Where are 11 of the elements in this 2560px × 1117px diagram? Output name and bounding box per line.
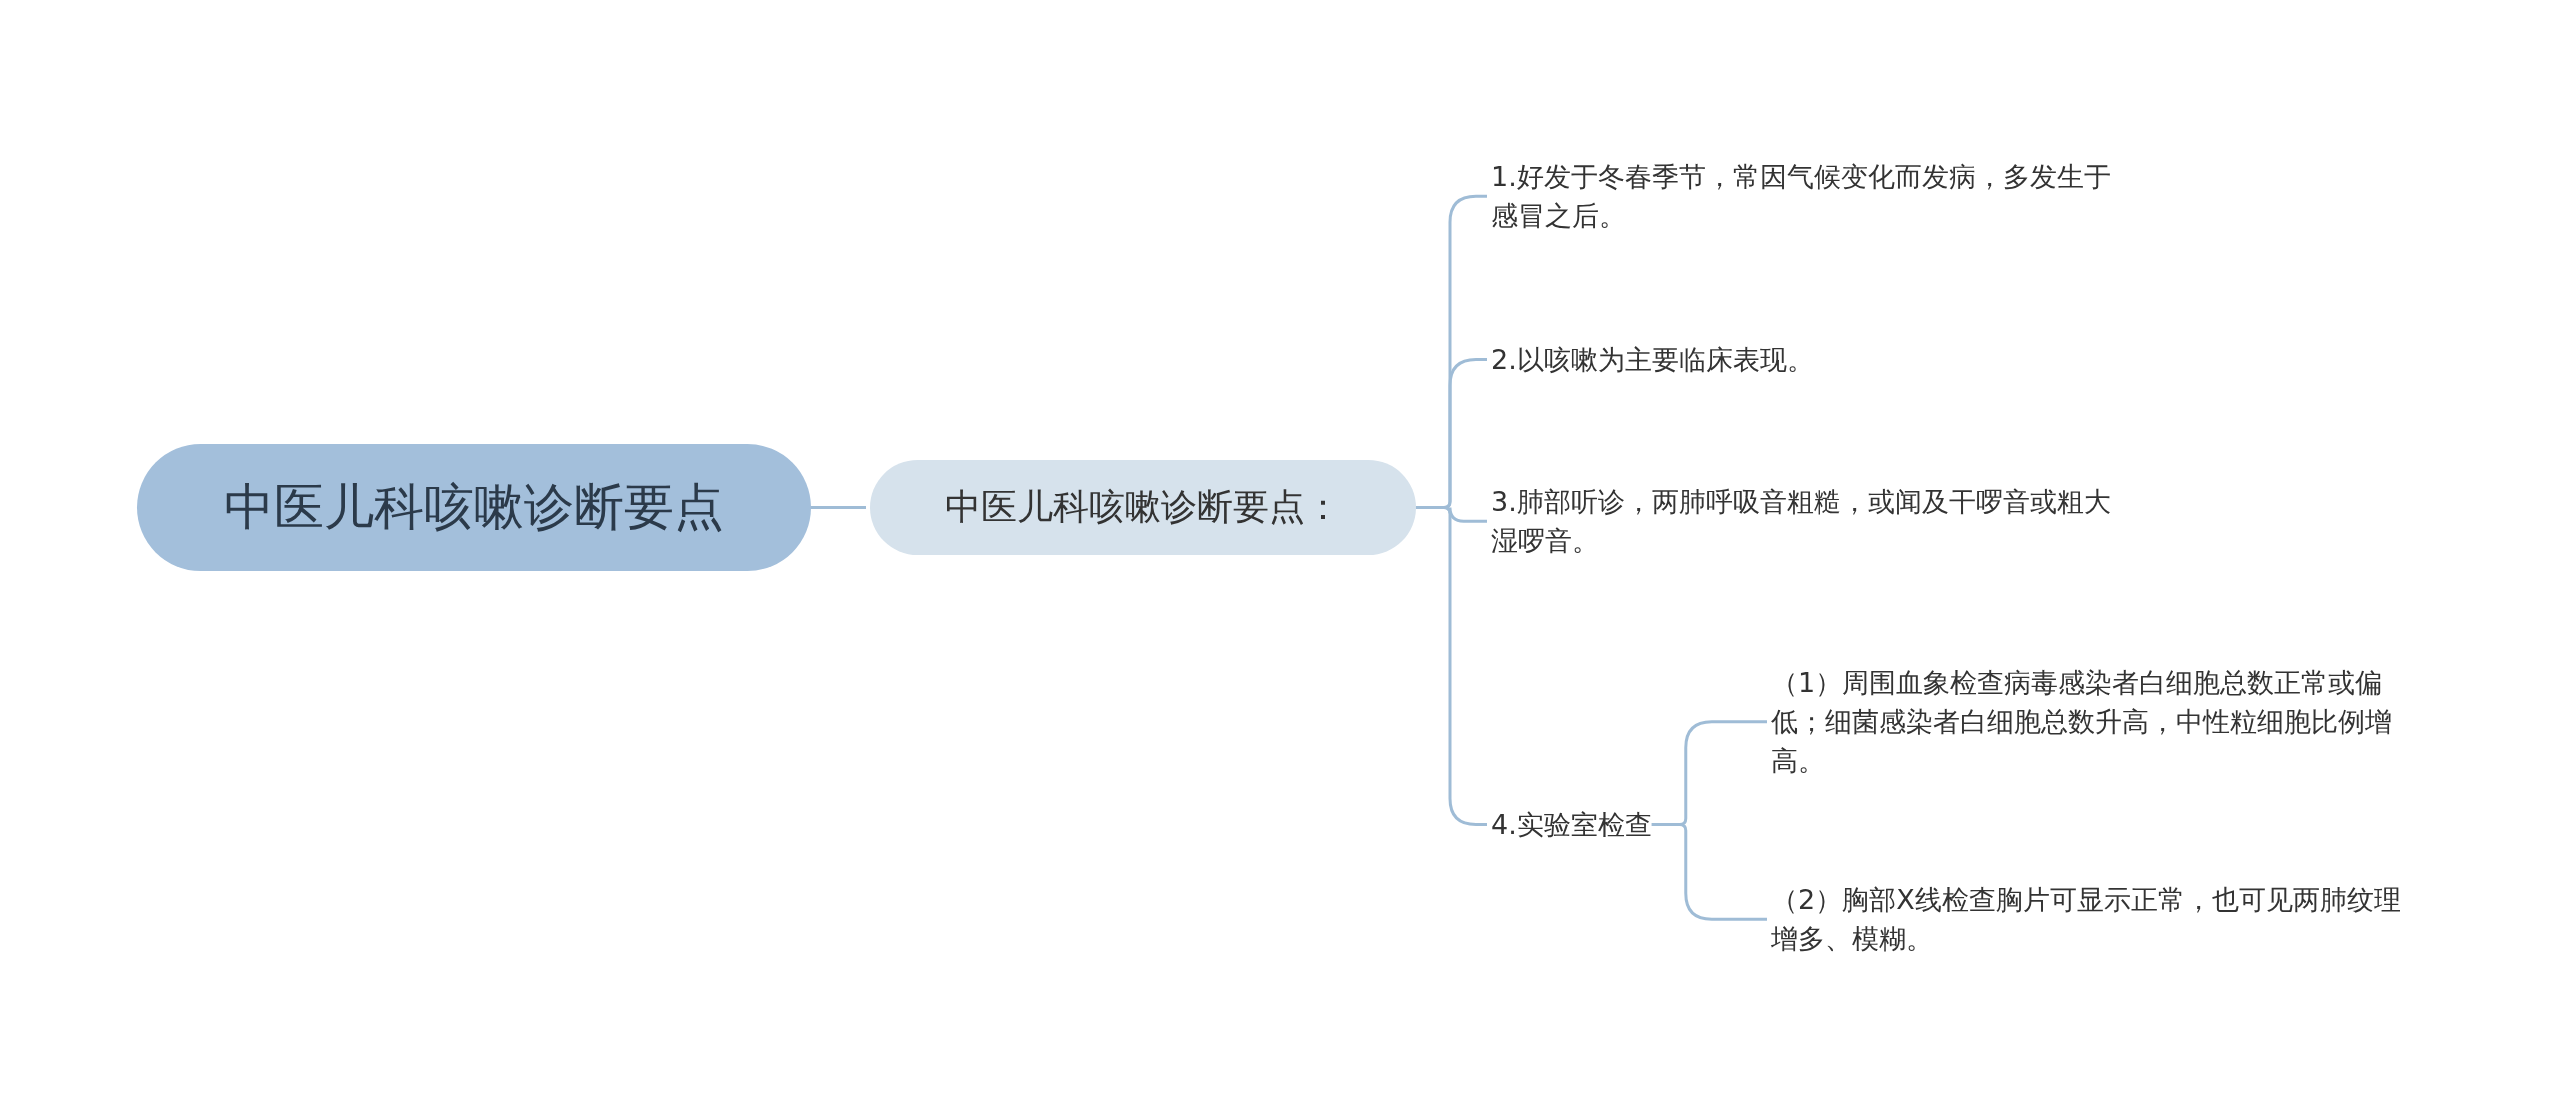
connector-line: [1416, 506, 1487, 827]
connector-line: [1651, 823, 1767, 921]
topic-text: （2）胸部X线检查胸片可显示正常，也可见两肺纹理增多、模糊。: [1771, 880, 2411, 959]
topic-text: 3.肺部听诊，两肺呼吸音粗糙，或闻及干啰音或粗大湿啰音。: [1491, 482, 2131, 561]
topic-text: 2.以咳嗽为主要临床表现。: [1491, 340, 2131, 380]
root-topic-box: 中医儿科咳嗽诊断要点: [137, 444, 811, 571]
topic-text: 1.好发于冬春季节，常因气候变化而发病，多发生于感冒之后。: [1491, 157, 2131, 236]
topic-box: 中医儿科咳嗽诊断要点：: [870, 460, 1416, 555]
topic-text: （1）周围血象检查病毒感染者白细胞总数正常或偏低；细菌感染者白细胞总数升高，中性粒细胞比例增高。: [1771, 663, 2411, 781]
connector-line: [811, 506, 866, 509]
topic-text: 4.实验室检查: [1491, 805, 1652, 845]
